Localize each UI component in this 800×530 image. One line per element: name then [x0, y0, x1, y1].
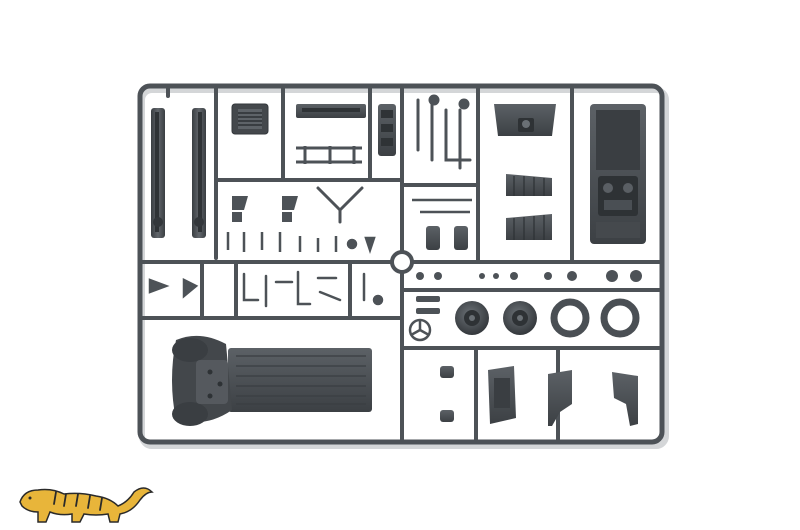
- mudflap-left-part: [548, 370, 572, 426]
- tool-parts: [412, 198, 472, 214]
- engine-block-part: [378, 104, 396, 156]
- small-block-parts: [440, 366, 454, 422]
- mudflap-right-part: [612, 372, 638, 426]
- front-mudguard-part: [172, 335, 232, 426]
- small-hub-parts: [416, 270, 642, 282]
- lever-parts: [148, 270, 384, 308]
- tire-2: [600, 298, 640, 338]
- small-bracket-parts: [232, 196, 298, 222]
- frame-rail-pair: [296, 146, 362, 164]
- seat-block-parts: [426, 226, 468, 250]
- fender-part-lower: [506, 214, 552, 240]
- cab-seat-part: [494, 104, 556, 136]
- chassis-tub-part: [590, 104, 646, 244]
- y-linkage-part: [316, 186, 364, 224]
- fender-part-upper: [506, 174, 552, 196]
- bumper-bar-part: [296, 104, 366, 118]
- small-pin-parts: [226, 232, 376, 254]
- exhaust-pipe-parts: [416, 94, 472, 170]
- tire-1: [550, 298, 590, 338]
- radiator-grille-part: [231, 103, 269, 135]
- bracket-parts-middle: [416, 296, 440, 314]
- sprue-hub: [390, 250, 414, 274]
- sprue-frame: [137, 83, 665, 445]
- side-rail-left: [151, 108, 165, 238]
- wheel-hub-1: [455, 301, 489, 335]
- side-rail-right: [192, 108, 206, 238]
- tiger-icon: [19, 487, 154, 523]
- wheel-hub-2: [503, 301, 537, 335]
- seat-back-part: [488, 366, 516, 424]
- steering-wheel-part: [408, 318, 432, 342]
- chassis-floor-part: [228, 348, 372, 412]
